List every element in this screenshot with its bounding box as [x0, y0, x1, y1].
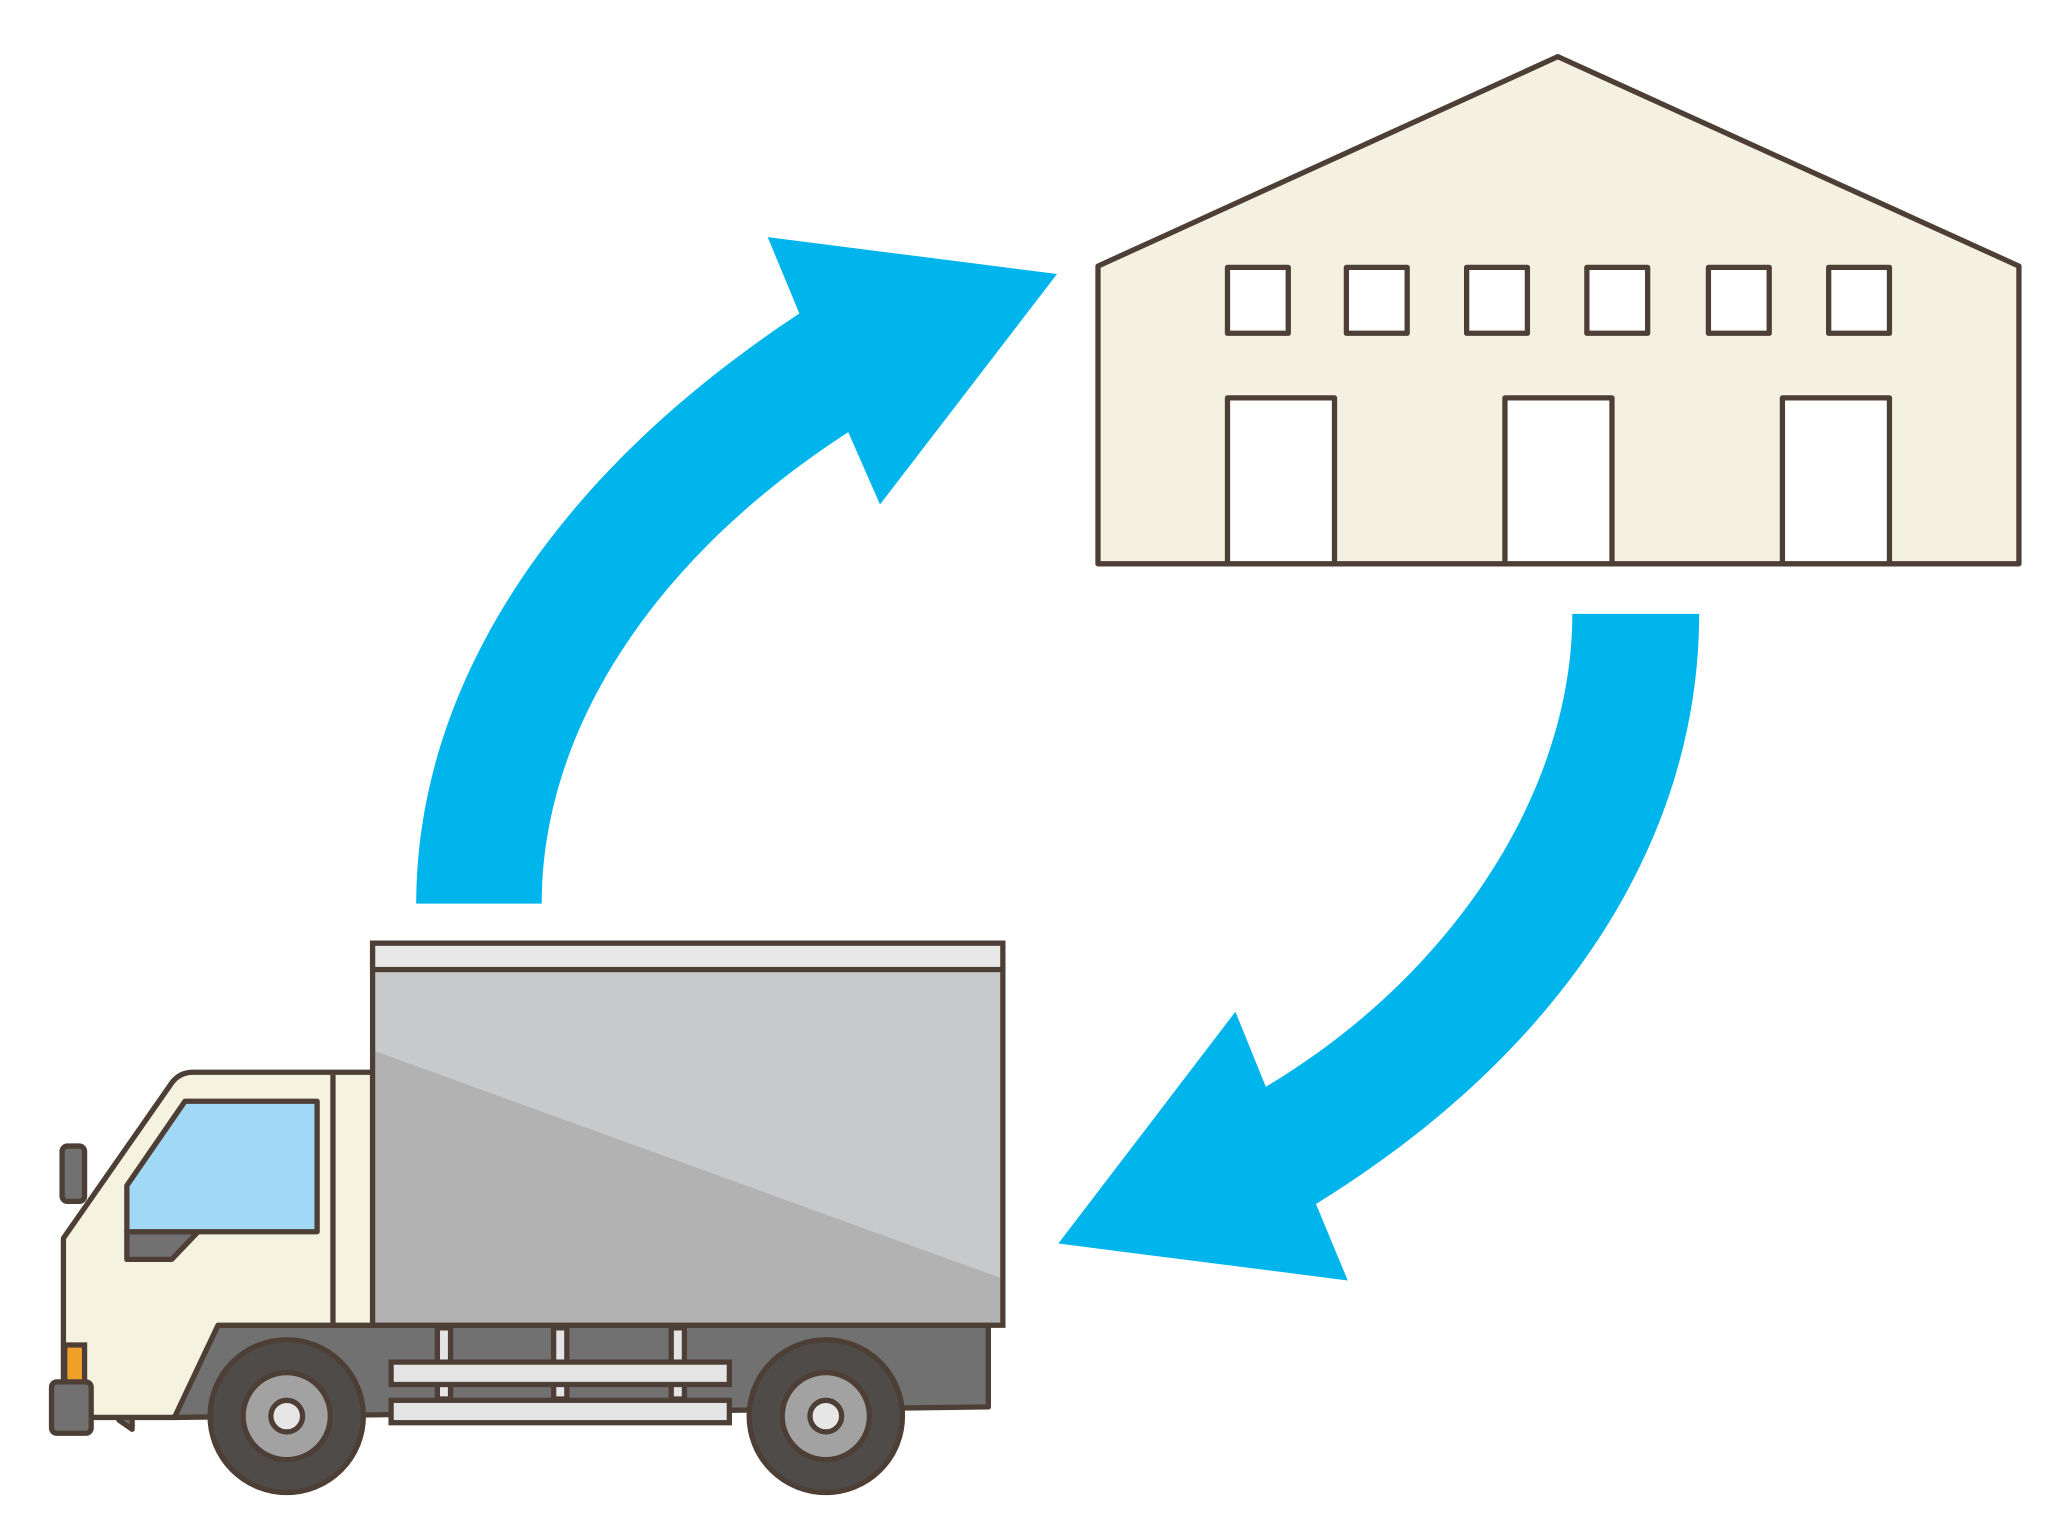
guard-rail	[388, 1397, 732, 1426]
arrow-truck-to-warehouse	[416, 237, 1058, 904]
warehouse-door	[1502, 395, 1615, 567]
arrow-warehouse-to-truck	[1058, 613, 1700, 1281]
warehouse-window	[1343, 264, 1410, 336]
wheel-cap	[268, 1397, 306, 1435]
warehouse-windows	[1224, 264, 1893, 336]
warehouse-window	[1826, 264, 1893, 336]
warehouse-door	[1779, 395, 1893, 567]
warehouse-door	[1224, 395, 1338, 567]
guard-rail	[388, 1359, 732, 1388]
truck-icon	[48, 940, 1006, 1496]
cab-window	[124, 1098, 320, 1235]
side-mirror	[59, 1143, 88, 1205]
warehouse-window	[1224, 264, 1291, 336]
rear-wheel	[746, 1337, 906, 1496]
warehouse-window	[1584, 264, 1651, 336]
cargo-box-top-trim	[369, 940, 1006, 973]
front-bumper	[48, 1379, 94, 1436]
warehouse-icon	[1095, 54, 2022, 567]
warehouse-window	[1705, 264, 1772, 336]
front-wheel	[207, 1337, 366, 1496]
wheel-cap	[807, 1397, 845, 1435]
warehouse-doors	[1224, 395, 1893, 567]
warehouse-window	[1463, 264, 1531, 336]
side-guard	[388, 1325, 732, 1426]
cargo-box-shade	[375, 1051, 1001, 1323]
front-indicator-light	[62, 1342, 88, 1388]
